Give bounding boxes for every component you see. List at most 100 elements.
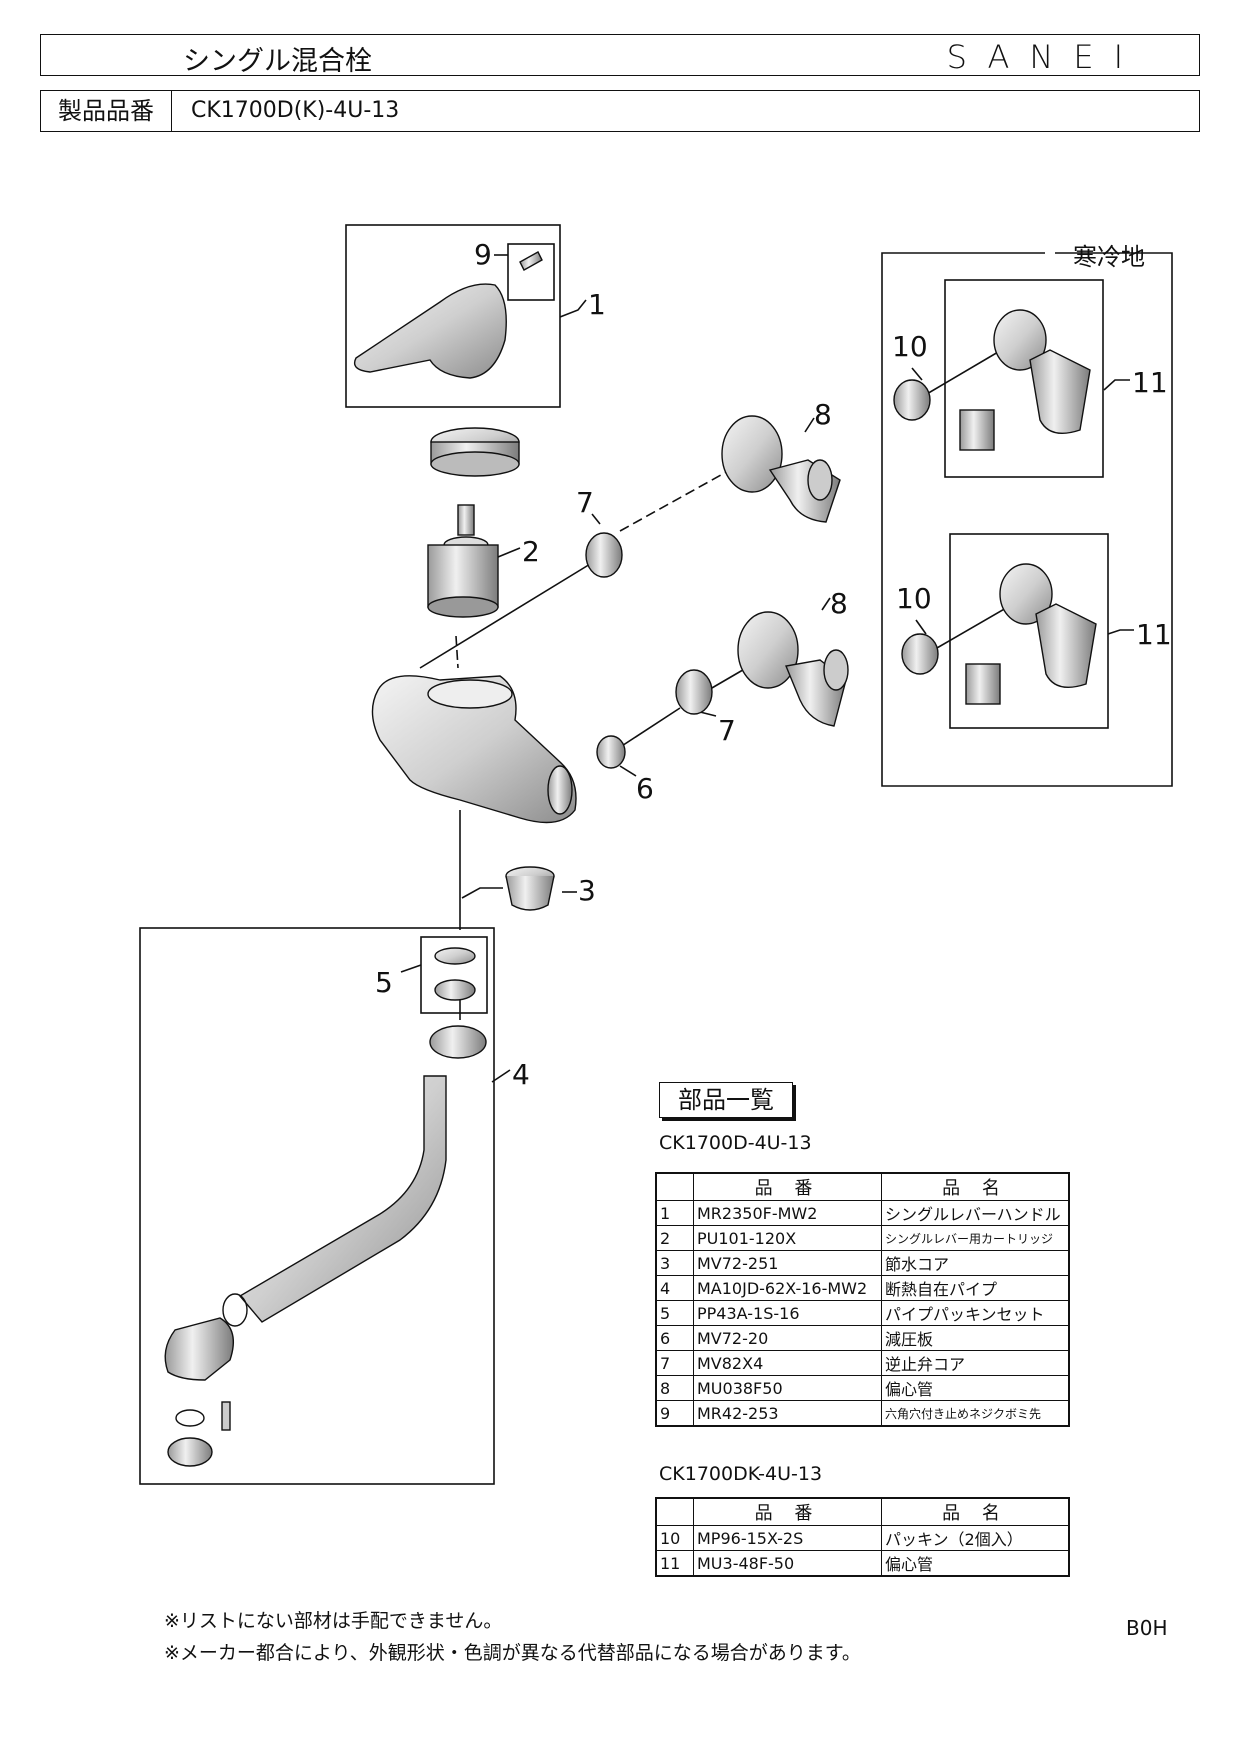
row-part-name: 逆止弁コア xyxy=(881,1350,1070,1376)
row-no: 8 xyxy=(655,1375,694,1401)
document-code: B0H xyxy=(1126,1616,1168,1640)
callout-6: 6 xyxy=(636,772,654,805)
row-part-name: 六角穴付き止めネジクボミ先 xyxy=(881,1400,1070,1427)
callout-9: 9 xyxy=(474,238,492,271)
row-no: 2 xyxy=(655,1225,694,1251)
callout-5: 5 xyxy=(375,966,393,999)
cold-lower-box xyxy=(949,533,1109,729)
row-no: 9 xyxy=(655,1400,694,1427)
note-2: ※メーカー都合により、外観形状・色調が異なる代替部品になる場合があります。 xyxy=(164,1642,861,1664)
cartridge xyxy=(427,504,499,618)
cold-packing-lower xyxy=(901,633,939,675)
row-part-number: MR42-253 xyxy=(693,1400,882,1427)
row-part-number: MU038F50 xyxy=(693,1375,882,1401)
title-row: シングル混合栓 SANEI xyxy=(40,34,1200,77)
header-part-number: 品 番 xyxy=(693,1497,882,1526)
brand-logo: SANEI xyxy=(946,38,1143,76)
callout-4: 4 xyxy=(512,1058,530,1091)
pipe-box xyxy=(139,927,495,1485)
row-no: 7 xyxy=(655,1350,694,1376)
table-header-row: 品 番 品 名 xyxy=(655,1497,1070,1526)
row-no: 5 xyxy=(655,1300,694,1326)
check-valve-core-upper xyxy=(585,532,623,578)
callout-11-upper: 11 xyxy=(1132,366,1168,399)
faucet-body xyxy=(371,675,577,824)
set-screw-box xyxy=(507,243,555,301)
row-no: 4 xyxy=(655,1275,694,1301)
row-no: 11 xyxy=(655,1550,694,1577)
table-header-row: 品 番 品 名 xyxy=(655,1172,1070,1201)
cold-upper-box xyxy=(944,279,1104,478)
table2-model: CK1700DK-4U-13 xyxy=(659,1463,823,1485)
callout-11-lower: 11 xyxy=(1136,618,1172,651)
cold-packing-upper xyxy=(893,379,931,421)
row-part-name: シングルレバーハンドル xyxy=(881,1200,1070,1226)
row-part-number: PP43A-1S-16 xyxy=(693,1300,882,1326)
row-part-name: 断熱自在パイプ xyxy=(881,1275,1070,1301)
product-title: シングル混合栓 xyxy=(183,46,372,77)
header-part-name: 品 名 xyxy=(881,1497,1070,1526)
row-part-number: MV82X4 xyxy=(693,1350,882,1376)
model-value: CK1700D(K)-4U-13 xyxy=(191,98,400,123)
row-no: 1 xyxy=(655,1200,694,1226)
note-1: ※リストにない部材は手配できません。 xyxy=(164,1610,503,1632)
cold-region-box xyxy=(881,252,1173,787)
row-part-name: 節水コア xyxy=(881,1250,1070,1276)
swivel-pipe xyxy=(164,1025,487,1467)
row-part-name: 偏心管 xyxy=(881,1375,1070,1401)
row-no: 10 xyxy=(655,1525,694,1551)
header-no xyxy=(655,1497,694,1526)
row-part-number: MV72-20 xyxy=(693,1325,882,1351)
row-part-number: MA10JD-62X-16-MW2 xyxy=(693,1275,882,1301)
model-row: 製品品番 CK1700D(K)-4U-13 xyxy=(40,90,1200,132)
parts-list-title: 部品一覧 xyxy=(659,1082,793,1118)
lever-handle xyxy=(353,251,543,379)
callout-1: 1 xyxy=(588,288,606,321)
model-label: 製品品番 xyxy=(41,91,172,131)
pressure-plate xyxy=(596,735,626,769)
table1-model: CK1700D-4U-13 xyxy=(659,1132,812,1154)
cap-ring xyxy=(430,427,520,477)
callout-8-lower: 8 xyxy=(830,587,848,620)
row-part-number: MR2350F-MW2 xyxy=(693,1200,882,1226)
callout-8-upper: 8 xyxy=(814,398,832,431)
row-part-name: 減圧板 xyxy=(881,1325,1070,1351)
row-no: 6 xyxy=(655,1325,694,1351)
row-part-number: MV72-251 xyxy=(693,1250,882,1276)
row-part-number: MU3-48F-50 xyxy=(693,1550,882,1577)
row-part-number: PU101-120X xyxy=(693,1225,882,1251)
callout-7-upper: 7 xyxy=(576,486,594,519)
header-part-name: 品 名 xyxy=(881,1172,1070,1201)
header-part-number: 品 番 xyxy=(693,1172,882,1201)
handle-box xyxy=(345,224,561,408)
row-part-name: パイプパッキンセット xyxy=(881,1300,1070,1326)
cold-eccentric-lower xyxy=(965,563,1097,705)
row-part-number: MP96-15X-2S xyxy=(693,1525,882,1551)
callout-7-lower: 7 xyxy=(718,714,736,747)
row-no: 3 xyxy=(655,1250,694,1276)
check-valve-core-lower xyxy=(675,669,713,715)
row-part-name: シングルレバー用カートリッジ xyxy=(881,1225,1070,1251)
eccentric-pipe-lower xyxy=(737,611,849,727)
exploded-diagram: 9 1 2 3 4 5 6 7 7 8 8 10 10 11 11 寒冷地 xyxy=(139,224,1173,1485)
water-saving-core xyxy=(505,866,555,911)
packing-box xyxy=(420,936,488,1014)
eccentric-pipe-upper xyxy=(721,415,841,523)
callout-3: 3 xyxy=(578,874,596,907)
cold-eccentric-upper xyxy=(959,309,1091,451)
callout-10-upper: 10 xyxy=(892,330,928,363)
row-part-name: パッキン（2個入） xyxy=(881,1525,1070,1551)
row-part-name: 偏心管 xyxy=(881,1550,1070,1577)
